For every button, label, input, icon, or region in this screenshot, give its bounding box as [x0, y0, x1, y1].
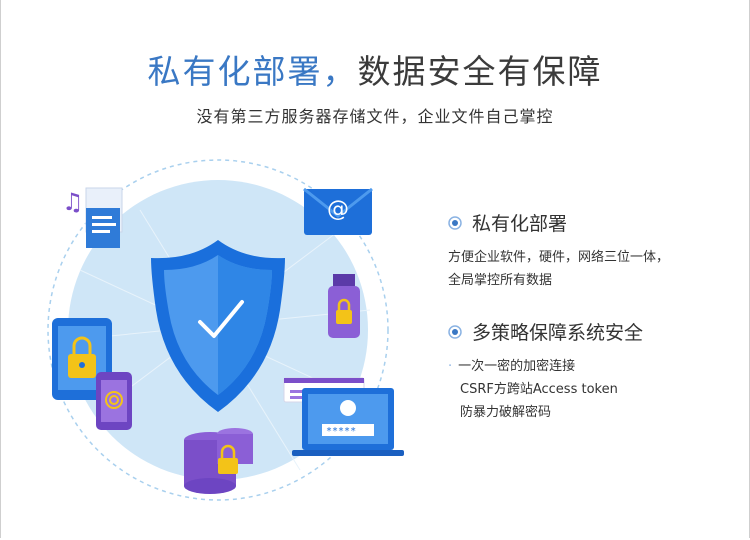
music-file-icon: ♫ [62, 187, 123, 248]
feature-header: 多策略保障系统安全 [448, 318, 643, 345]
feature-line: CSRF方跨站Access token [460, 382, 618, 397]
email-icon: @ [303, 187, 373, 235]
feature-title: 多策略保障系统安全 [472, 322, 644, 344]
feature-line: 方便企业软件，硬件，网络三位一体， [448, 250, 670, 265]
target-bullet-icon [448, 324, 462, 339]
feature-title: 私有化部署 [472, 213, 568, 235]
bullet-dot-icon: · [448, 359, 453, 374]
page-subtitle: 没有第三方服务器存储文件，企业文件自己掌控 [196, 107, 554, 126]
database-lock-icon [184, 428, 253, 494]
feature-private-deployment: 私有化部署 方便企业软件，硬件，网络三位一体， 全局掌控所有数据 [448, 209, 669, 292]
title-rest: 数据安全有保障 [357, 52, 603, 91]
title-highlight: 私有化部署， [147, 52, 358, 91]
target-bullet-icon [448, 215, 462, 230]
usb-lock-icon [328, 274, 360, 338]
orbit-ring [47, 159, 389, 501]
security-illustration: ♫ @ [47, 159, 404, 501]
page-title: 私有化部署，数据安全有保障 [0, 45, 750, 93]
feature-line: ·一次一密的加密连接 [448, 359, 576, 374]
shield-check-icon [151, 240, 285, 412]
laptop-login-icon: ***** [283, 377, 404, 456]
svg-text:*****: ***** [326, 426, 356, 437]
svg-text:@: @ [327, 197, 349, 222]
svg-text:♫: ♫ [62, 188, 84, 216]
feature-line: 全局掌控所有数据 [448, 273, 553, 288]
feature-multi-strategy-security: 多策略保障系统安全 ·一次一密的加密连接 CSRF方跨站Access token… [448, 318, 643, 424]
feature-line: 防暴力破解密码 [460, 405, 552, 420]
feature-description: ·一次一密的加密连接 CSRF方跨站Access token 防暴力破解密码 [448, 355, 643, 424]
feature-description: 方便企业软件，硬件，网络三位一体， 全局掌控所有数据 [448, 246, 669, 292]
phone-fingerprint-icon [96, 372, 132, 430]
feature-header: 私有化部署 [448, 209, 669, 236]
